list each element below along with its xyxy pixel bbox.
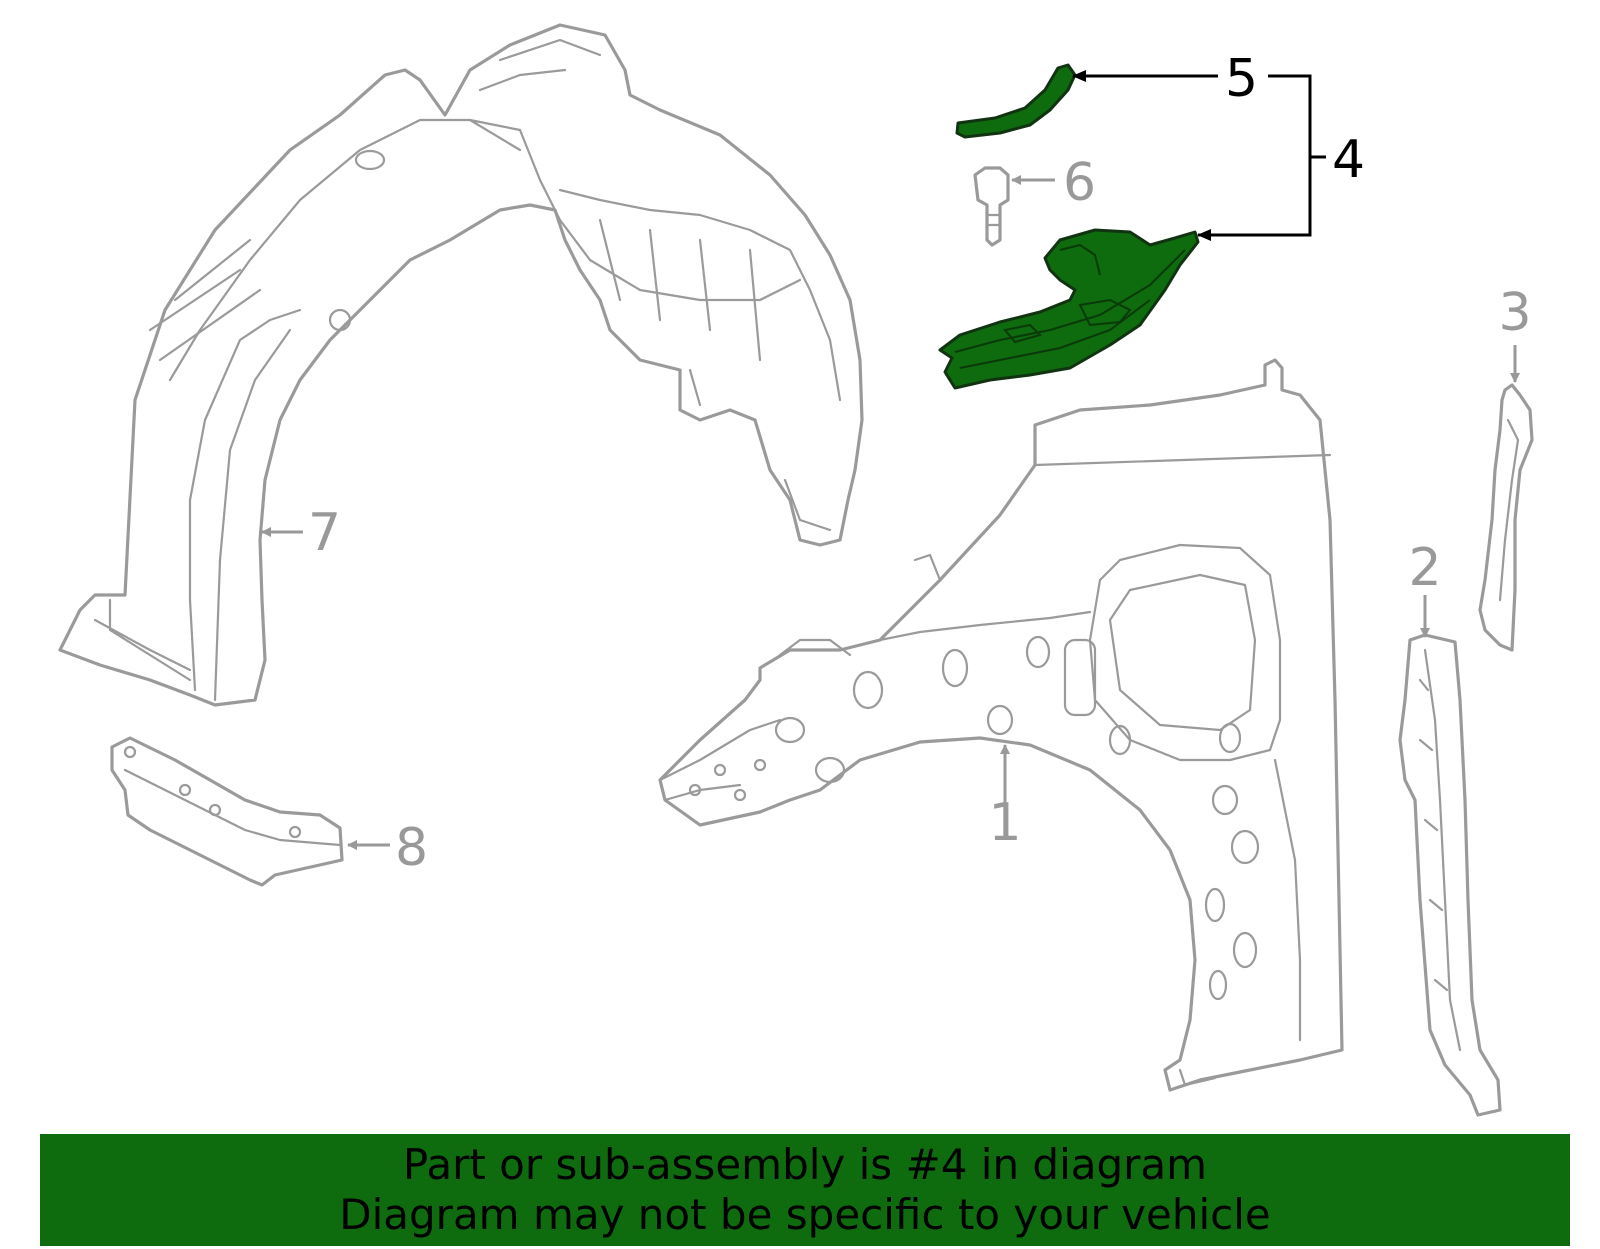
callout-label-4: 4 <box>1332 130 1365 190</box>
callout-1: 1 <box>988 744 1022 853</box>
side-bracket-part-2 <box>1398 633 1502 1117</box>
upper-bracket-part-3 <box>1478 383 1534 652</box>
bracket-assembly-part-4 <box>938 228 1200 390</box>
callout-label-6: 6 <box>1063 153 1096 213</box>
callout-5: 5 <box>1072 49 1258 109</box>
callout-label-5: 5 <box>1225 49 1258 109</box>
fender-liner-part <box>58 23 864 707</box>
info-banner: Part or sub-assembly is #4 in diagram Di… <box>40 1134 1570 1246</box>
callout-label-2: 2 <box>1408 538 1441 598</box>
banner-line-2: Diagram may not be specific to your vehi… <box>339 1190 1271 1239</box>
bracket-part-8 <box>110 736 344 887</box>
callout-4: 4 <box>1197 74 1365 241</box>
seal-strip-part-5 <box>955 63 1077 139</box>
callout-2: 2 <box>1408 538 1442 638</box>
callout-6: 6 <box>1011 153 1096 213</box>
clip-part-6 <box>973 166 1010 247</box>
callout-label-7: 7 <box>308 503 341 563</box>
callout-3: 3 <box>1498 283 1532 383</box>
callout-8: 8 <box>347 818 428 878</box>
callout-label-8: 8 <box>395 818 428 878</box>
callout-7: 7 <box>261 503 341 563</box>
banner-line-1: Part or sub-assembly is #4 in diagram <box>402 1140 1208 1189</box>
callout-label-1: 1 <box>988 793 1021 853</box>
fender-part-1 <box>658 358 1344 1092</box>
callout-label-3: 3 <box>1498 283 1531 343</box>
